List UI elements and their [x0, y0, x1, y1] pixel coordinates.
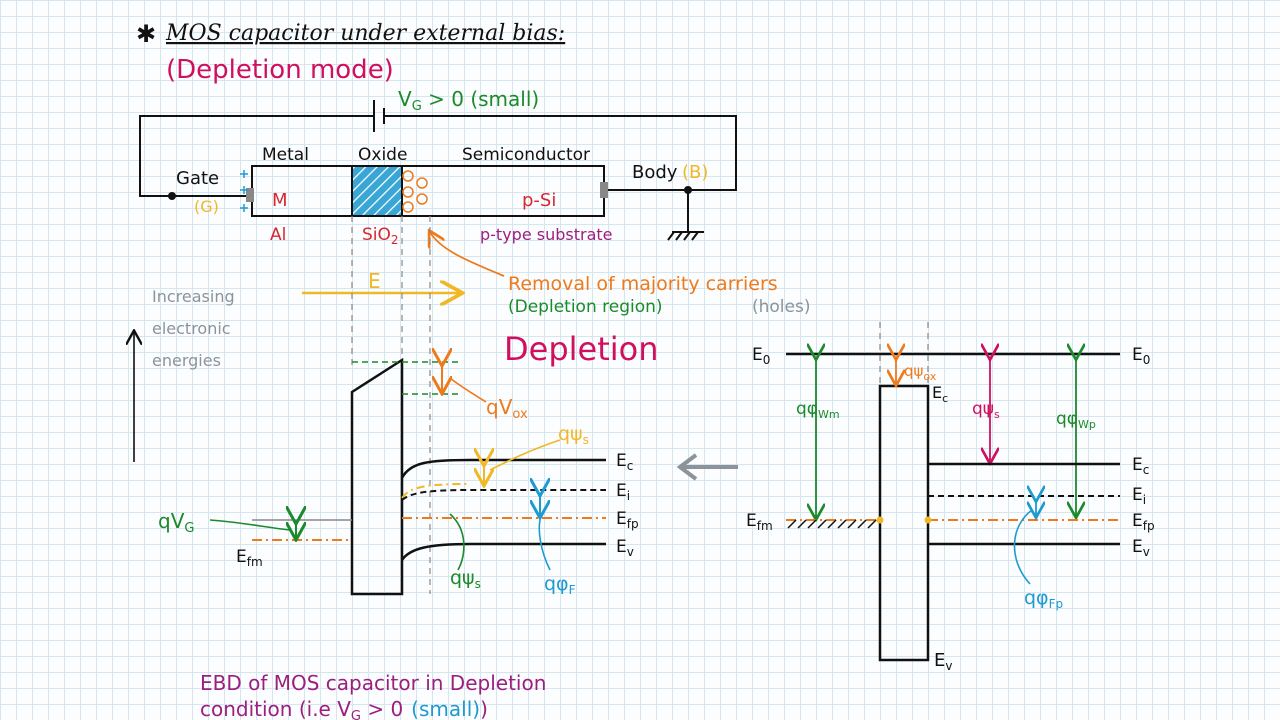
qphifp-pointer — [1013, 509, 1033, 585]
qpsis-pointer — [489, 439, 561, 471]
semiconductor-label: Semiconductor — [462, 145, 590, 165]
metal-hatching — [787, 519, 877, 529]
efm-label-left: Efm — [236, 547, 263, 569]
increasing-label-1: Increasing — [152, 287, 235, 306]
qphifp-label: qφFp — [1024, 587, 1063, 611]
depletion-title: Depletion — [504, 330, 659, 368]
body-label: Body — [632, 162, 678, 183]
qphif-label: qφF — [544, 573, 576, 597]
qpsis2-pointer — [449, 513, 465, 571]
body-contact — [600, 182, 608, 198]
efm-dot — [876, 516, 884, 524]
heading-mode: (Depletion mode) — [166, 55, 394, 85]
qpsis2-label: qψs — [450, 567, 481, 591]
metal-material: Al — [270, 225, 286, 245]
semi-type: p-Si — [522, 190, 556, 211]
depletion-charges — [402, 170, 428, 213]
qpsis-label: qψs — [558, 423, 589, 447]
metal-symbol: M — [272, 190, 288, 211]
qphiwm-label: qφWm — [796, 399, 840, 421]
metal-block — [251, 165, 353, 217]
substrate-label: p-type substrate — [480, 225, 613, 244]
caption-line-2: condition (i.e VG > 0(small)) — [200, 697, 488, 720]
gate-charges — [240, 170, 248, 212]
increasing-label-3: energies — [152, 351, 221, 370]
ei-label-left: Ei — [616, 481, 630, 503]
qphiwp-label: qφWp — [1056, 409, 1096, 431]
wire-left — [139, 115, 374, 197]
oxide-band-left — [350, 357, 404, 596]
qpsis-label-right: qψs — [972, 399, 1000, 421]
qphif-pointer — [538, 519, 551, 571]
qvg-pointer — [209, 519, 291, 531]
oxide-block — [351, 165, 403, 217]
caption-line-1: EBD of MOS capacitor in Depletion — [200, 671, 546, 695]
e0-right-label: E0 — [1132, 345, 1150, 367]
bias-label: VG > 0 (small) — [398, 87, 539, 114]
mos-device — [240, 165, 608, 217]
gate-contact — [246, 188, 254, 202]
ec-ox-label: Ec — [932, 383, 948, 405]
gate-abbr: (G) — [194, 197, 219, 216]
efp-label-right: Efp — [1132, 511, 1155, 533]
removal-label: Removal of majority carriers — [508, 273, 778, 295]
gate-label: Gate — [176, 168, 219, 189]
ev-label-left: Ev — [616, 537, 634, 559]
ev-ox-label: Ev — [934, 650, 952, 673]
ec-band-left — [400, 458, 606, 479]
field-label: E — [368, 269, 381, 293]
e0-left-label: E0 — [752, 345, 770, 367]
metal-label: Metal — [262, 145, 309, 165]
semiconductor-block — [401, 165, 605, 217]
qpsiox-label: qψox — [904, 362, 937, 383]
ei-label-right: Ei — [1132, 485, 1146, 507]
ec-label-right: Ec — [1132, 455, 1149, 477]
heading-title: MOS capacitor under external bias: — [165, 21, 565, 46]
oxide-material: SiO2 — [362, 225, 399, 247]
projection-lines — [351, 216, 431, 594]
removal-arrow — [430, 232, 505, 277]
heading: ✱ MOS capacitor under external bias: (De… — [136, 20, 565, 85]
oxide-label: Oxide — [358, 145, 407, 165]
qvox-label: qVox — [486, 395, 528, 422]
transition-arrow — [676, 453, 738, 481]
gate-terminal — [168, 192, 176, 200]
oxide-band-right — [878, 384, 930, 662]
qvox-pointer — [449, 377, 487, 403]
ev-band-left — [400, 542, 606, 561]
body-terminal — [684, 186, 692, 194]
increasing-label-2: electronic — [152, 319, 231, 338]
wire-right — [384, 115, 737, 191]
heading-star: ✱ — [136, 20, 156, 48]
efp-label-left: Efp — [616, 509, 639, 531]
efp-dot — [924, 516, 932, 524]
ev-label-right: Ev — [1132, 537, 1150, 559]
qvg-label: qVG — [158, 509, 194, 536]
body-abbr: (B) — [682, 162, 708, 183]
depletion-region-label: (Depletion region) — [508, 297, 663, 317]
ec-label-left: Ec — [616, 451, 633, 473]
ei-band-left — [401, 489, 606, 501]
efm-label-right: Efm — [746, 511, 773, 533]
holes-label: (holes) — [752, 297, 810, 317]
ec-flat-ref — [401, 483, 471, 499]
bias-circuit — [139, 100, 737, 241]
